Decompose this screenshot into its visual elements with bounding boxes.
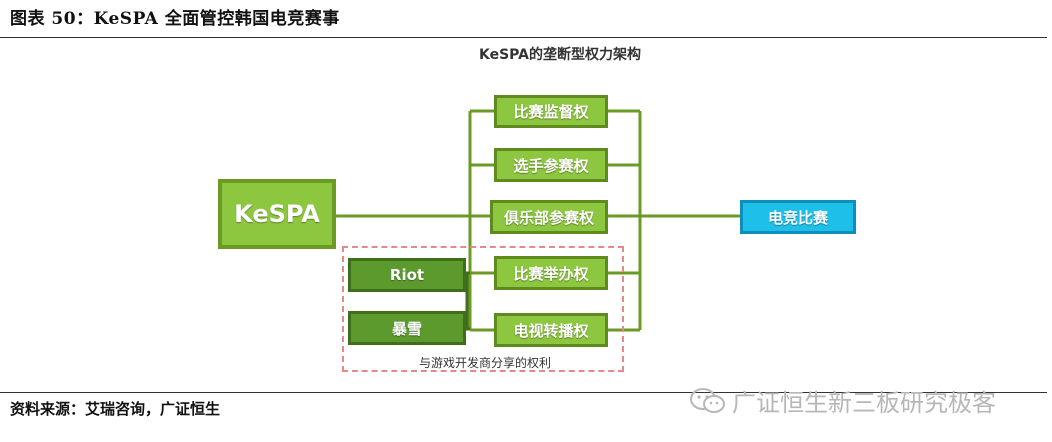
right-node-event-hosting: 比赛举办权: [494, 256, 608, 290]
developer-node-riot: Riot: [348, 258, 466, 292]
figure-title: 图表 50：KeSPA 全面管控韩国电竞赛事: [10, 9, 340, 29]
shared-rights-region: [342, 246, 624, 372]
target-node-esports-match: 电竞比赛: [740, 200, 856, 234]
watermark-text: 广证恒生新三板研究极客: [732, 389, 996, 417]
diagram-title: KeSPA的垄断型权力架构: [479, 47, 641, 63]
shared-rights-label: 与游戏开发商分享的权利: [418, 356, 551, 370]
wechat-icon: [690, 387, 725, 413]
right-node-broadcast: 电视转播权: [494, 313, 608, 347]
watermark: 广证恒生新三板研究极客: [688, 383, 996, 418]
kespa-node: KeSPA: [218, 179, 336, 249]
right-node-player-participation: 选手参赛权: [494, 148, 608, 182]
source-note: 资料来源：艾瑞咨询，广证恒生: [10, 400, 221, 418]
right-node-club-participation: 俱乐部参赛权: [490, 200, 608, 234]
bottom-rule: [0, 392, 1047, 393]
developer-node-blizzard: 暴雪: [348, 311, 466, 345]
right-node-match-supervision: 比赛监督权: [494, 95, 608, 128]
top-rule: [0, 37, 1047, 38]
